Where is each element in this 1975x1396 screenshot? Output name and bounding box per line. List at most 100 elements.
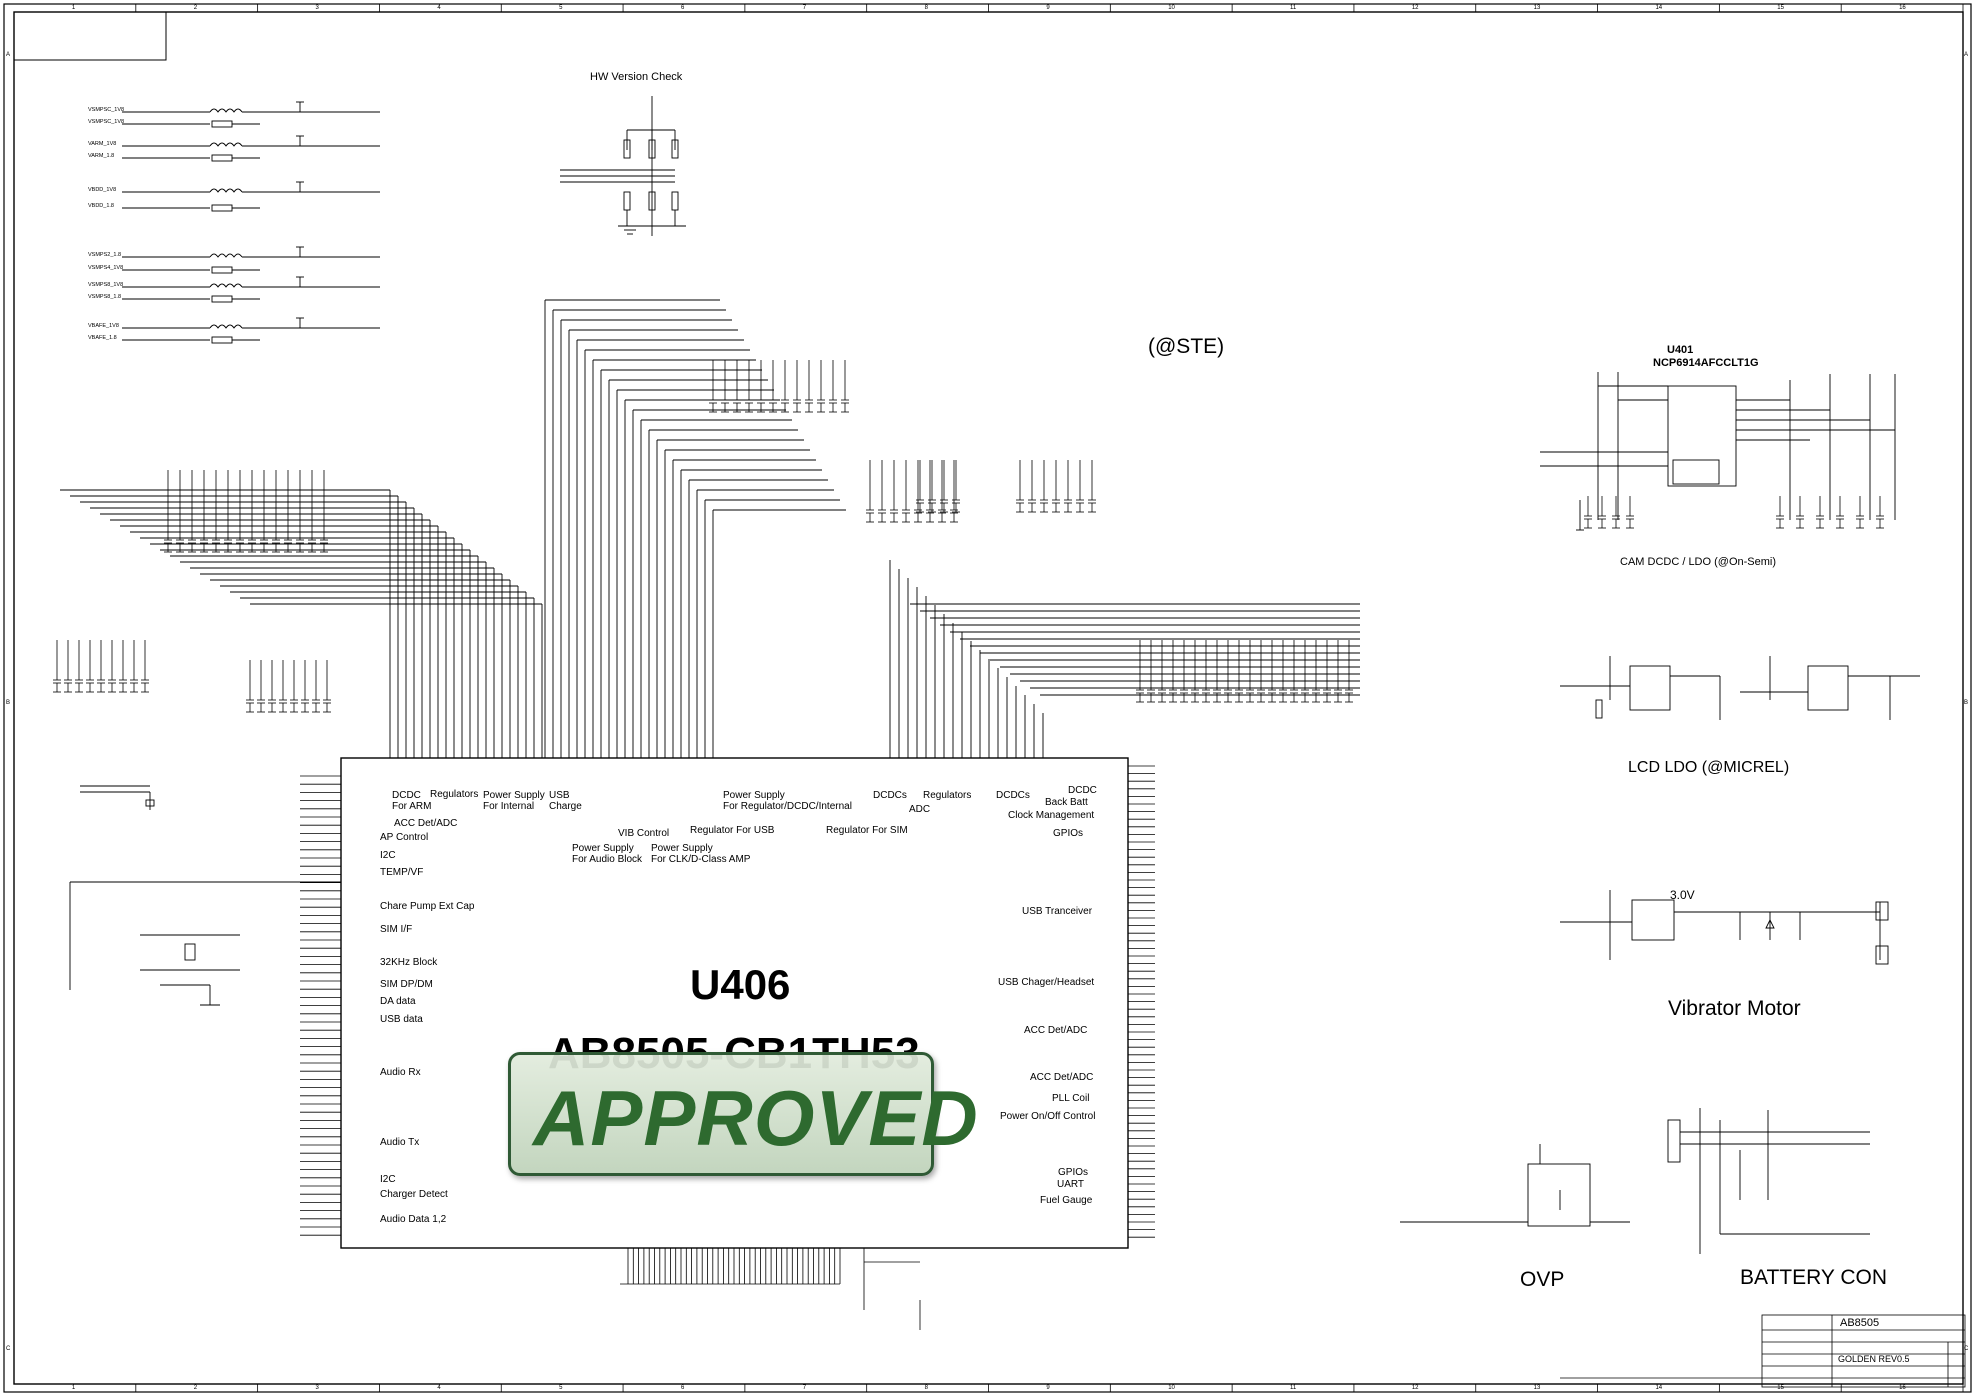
- group-adc: ADC: [909, 804, 931, 815]
- zone-number-top: 10: [1168, 5, 1175, 11]
- power-input-label: VSMPSC_1V8: [88, 107, 125, 113]
- right-pin-group-label: Power On/Off Control: [1000, 1111, 1096, 1122]
- right-pin-group-label: GPIOs: [1053, 828, 1084, 839]
- group-ps-clk: Power Supply For CLK/D-Class AMP: [651, 843, 751, 865]
- left-pin-group-label: SIM DP/DM: [380, 979, 433, 990]
- power-input-label: VARM_1V8: [88, 141, 117, 147]
- right-pin-group-label: ACC Det/ADC: [1030, 1072, 1094, 1083]
- zone-letter-right: C: [1964, 1346, 1969, 1352]
- group-vib-control: VIB Control: [618, 828, 670, 839]
- left-pin-group-label: SIM I/F: [380, 924, 413, 935]
- zone-number-top: 3: [315, 5, 319, 11]
- left-pin-group-label: I2C: [380, 850, 396, 861]
- group-reg-sim: Regulator For SIM: [826, 825, 908, 836]
- right-pin-group-label: Back Batt: [1045, 797, 1088, 808]
- zone-number-bottom: 14: [1655, 1385, 1663, 1391]
- zone-number-top: 14: [1655, 5, 1663, 11]
- left-pin-group-label: I2C: [380, 1174, 396, 1185]
- zone-number-bottom: 15: [1777, 1385, 1784, 1391]
- right-pin-group-label: GPIOs: [1058, 1167, 1089, 1178]
- zone-number-bottom: 5: [559, 1385, 563, 1391]
- hw-version-title: HW Version Check: [590, 71, 683, 83]
- left-pin-group-label: Chare Pump Ext Cap: [380, 901, 475, 912]
- power-input-label: VARM_1.8: [88, 153, 115, 159]
- approved-stamp: APPROVED: [508, 1052, 978, 1176]
- approved-stamp-text: APPROVED: [533, 1074, 979, 1162]
- left-pin-group-label: Audio Rx: [380, 1067, 421, 1078]
- right-pin-group-label: USB Tranceiver: [1022, 906, 1093, 917]
- power-input-label: VBAFE_1V8: [88, 323, 119, 329]
- left-pin-group-label: Audio Data 1,2: [380, 1214, 447, 1225]
- zone-number-top: 16: [1899, 5, 1906, 11]
- power-input-label: VBDD_1.8: [88, 203, 114, 209]
- vib-voltage: 3.0V: [1670, 888, 1695, 902]
- zone-number-bottom: 11: [1290, 1385, 1297, 1391]
- group-ps-internal: Power Supply For Internal: [483, 790, 545, 812]
- power-input-label: VBAFE_1.8: [88, 335, 117, 341]
- right-pin-group-label: Fuel Gauge: [1040, 1195, 1093, 1206]
- cam-title: CAM DCDC / LDO (@On-Semi): [1620, 556, 1777, 568]
- zone-number-top: 7: [802, 5, 807, 11]
- power-input-label: VSMPS2_1.8: [88, 252, 122, 258]
- right-pin-group-label: ACC Det/ADC: [1024, 1025, 1088, 1036]
- left-pin-group-label: AP Control: [380, 832, 429, 843]
- zone-number-top: 8: [924, 5, 928, 11]
- zone-letter-right: B: [1964, 700, 1969, 706]
- left-pin-group-label: 32KHz Block: [380, 957, 438, 968]
- zone-number-top: 6: [680, 5, 685, 11]
- zone-number-bottom: 12: [1411, 1385, 1419, 1391]
- zone-number-top: 4: [437, 5, 441, 11]
- zone-number-top: 15: [1777, 5, 1784, 11]
- zone-number-bottom: 7: [802, 1385, 807, 1391]
- zone-number-bottom: 2: [193, 1385, 198, 1391]
- left-pin-group-label: TEMP/VF: [380, 867, 424, 878]
- zone-number-bottom: 8: [924, 1385, 928, 1391]
- power-input-label: VBDD_1V8: [88, 187, 117, 193]
- lcd-title: LCD LDO (@MICREL): [1628, 759, 1790, 776]
- power-input-label: VSMPS8_1.8: [88, 294, 122, 300]
- group-dcdcs-1: DCDCs: [873, 790, 907, 801]
- group-ps-reg-dcdc: Power Supply For Regulator/DCDC/Internal: [723, 790, 852, 812]
- battery-title: BATTERY CON: [1740, 1266, 1888, 1289]
- zone-number-top: 11: [1290, 5, 1297, 11]
- zone-number-bottom: 6: [680, 1385, 685, 1391]
- zone-letter-left: C: [6, 1346, 11, 1352]
- ovp-title: OVP: [1520, 1268, 1565, 1291]
- right-pin-group-label: PLL Coil: [1052, 1093, 1090, 1104]
- title-revision: GOLDEN REV0.5: [1838, 1354, 1910, 1364]
- power-input-label: VSMPS4_1V8: [88, 265, 124, 271]
- group-reg-usb: Regulator For USB: [690, 825, 775, 836]
- left-pin-group-label: DA data: [380, 996, 416, 1007]
- zone-letter-right: A: [1964, 52, 1969, 58]
- part-name: U406: [690, 961, 791, 1008]
- right-pin-group-label: USB Chager/Headset: [998, 977, 1095, 988]
- zone-number-bottom: 10: [1168, 1385, 1175, 1391]
- group-dcdc-arm: DCDC For ARM: [392, 790, 432, 812]
- zone-letter-left: B: [6, 700, 11, 706]
- group-ps-audio: Power Supply For Audio Block: [572, 843, 643, 865]
- title-model: AB8505: [1840, 1317, 1880, 1329]
- left-pin-group-label: Audio Tx: [380, 1137, 420, 1148]
- power-input-label: VSMPS8_1V8: [88, 282, 124, 288]
- u401-ref: U401: [1667, 344, 1694, 356]
- ste-note: (@STE): [1148, 335, 1225, 358]
- power-input-label: VSMPSC_1V8: [88, 119, 125, 125]
- right-pin-group-label: DCDC: [1068, 785, 1097, 796]
- right-pin-group-label: UART: [1057, 1179, 1085, 1190]
- zone-letter-left: A: [6, 52, 11, 58]
- left-pin-group-label: USB data: [380, 1014, 423, 1025]
- zone-number-top: 1: [71, 5, 76, 11]
- zone-number-bottom: 13: [1533, 1385, 1541, 1391]
- zone-number-bottom: 1: [71, 1385, 76, 1391]
- group-regulators-2: Regulators: [923, 790, 972, 801]
- u406-body: [340, 757, 1129, 1249]
- group-usb-charge: USB Charge: [549, 790, 582, 812]
- vib-title: Vibrator Motor: [1668, 997, 1801, 1020]
- u401-part: NCP6914AFCCLT1G: [1653, 357, 1759, 369]
- group-dcdcs-2: DCDCs: [996, 790, 1030, 801]
- right-pin-group-label: Clock Management: [1008, 810, 1095, 821]
- left-pin-group-label: Charger Detect: [380, 1189, 448, 1200]
- zone-number-top: 13: [1533, 5, 1541, 11]
- zone-number-bottom: 3: [315, 1385, 319, 1391]
